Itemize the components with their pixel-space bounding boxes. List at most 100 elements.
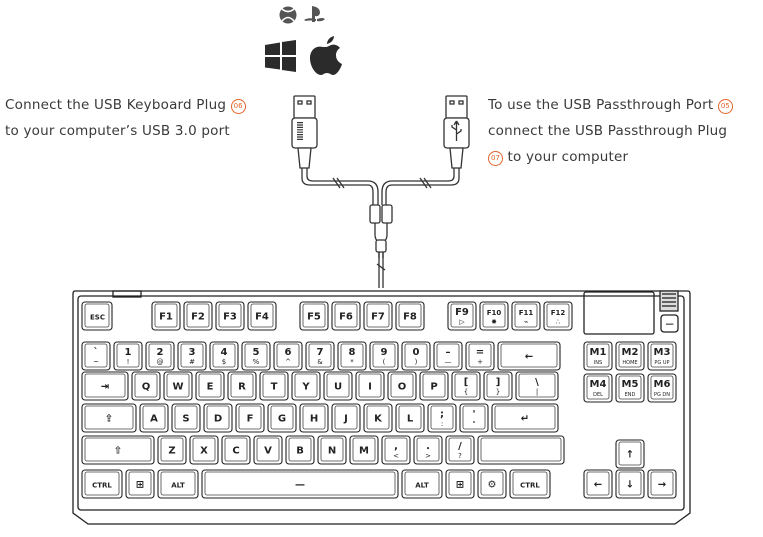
key-num-5-label: 5 — [253, 347, 260, 358]
right-note-text-1: To use the USB Passthrough Port — [488, 97, 714, 113]
key-bottom-6-label: ⚙ — [488, 480, 497, 491]
key-q-row-11-label: [ — [464, 377, 469, 388]
key-bottom-4: ALT — [401, 469, 443, 499]
key-bottom-2: ALT — [157, 469, 199, 499]
key-f11-label: F11 — [519, 309, 534, 317]
passthrough-usb-plug — [443, 95, 470, 169]
key-m6-sublabel: PG DN — [654, 392, 670, 398]
key-q-row-2-label: W — [172, 382, 183, 393]
right-note-line-1: To use the USB Passthrough Port 05 — [488, 92, 733, 118]
key-a-row-12-label: ↵ — [521, 414, 529, 425]
key-z-row-8: ,< — [381, 435, 411, 465]
key-num-8: 8* — [337, 341, 367, 371]
key-z-row-8-label: , — [394, 441, 398, 452]
key-f2-label: F2 — [191, 312, 205, 323]
key-num-6-sublabel: ^ — [285, 358, 291, 366]
key-arrow-1: ← — [583, 469, 613, 499]
right-note-text-3: to your computer — [507, 149, 629, 165]
key-a-row-1: A — [139, 403, 169, 433]
key-num-5: 5% — [241, 341, 271, 371]
keyboard-plug-instruction: Connect the USB Keyboard Plug 06 to your… — [5, 92, 246, 144]
key-a-row-10-sublabel: : — [441, 420, 443, 428]
key-q-row-6: Y — [291, 371, 321, 401]
key-bottom-7: CTRL — [509, 469, 551, 499]
key-num-1-sublabel: ! — [127, 358, 130, 366]
key-arrow-0: ↑ — [615, 439, 645, 469]
key-f6: F6 — [331, 301, 361, 331]
key-bottom-0: CTRL — [81, 469, 123, 499]
key-num-9: 9( — [369, 341, 399, 371]
key-num-8-sublabel: * — [350, 358, 354, 366]
key-q-row-9: O — [387, 371, 417, 401]
key-z-row-0-label: ⇧ — [114, 446, 122, 457]
key-num-0-label: ` — [94, 346, 99, 358]
key-a-row-4: F — [235, 403, 265, 433]
key-f6-label: F6 — [339, 312, 353, 323]
key-z-row-5: B — [285, 435, 315, 465]
key-f4-label: F4 — [255, 312, 269, 323]
key-q-row-3: E — [195, 371, 225, 401]
key-z-row-3-label: C — [232, 446, 239, 457]
media-button-label: − — [664, 317, 674, 331]
key-m2-label: M2 — [622, 347, 639, 358]
key-a-row-3: D — [203, 403, 233, 433]
key-f3: F3 — [215, 301, 245, 331]
key-bottom-1-label: ⊞ — [136, 480, 144, 491]
key-bottom-7-label: CTRL — [520, 482, 540, 490]
key-f8-label: F8 — [403, 312, 417, 323]
key-num-3-sublabel: # — [189, 358, 195, 366]
callout-badge-07: 07 — [488, 151, 503, 166]
key-z-row-10-sublabel: ? — [458, 452, 462, 460]
right-note-line-3: 07 to your computer — [488, 144, 733, 170]
key-q-row-7-label: U — [334, 382, 342, 393]
key-a-row-8-label: K — [374, 414, 383, 425]
key-z-row-9-sublabel: > — [425, 452, 431, 460]
key-q-row-1-label: Q — [142, 382, 151, 393]
key-num-11-label: – — [446, 347, 451, 358]
key-q-row-6-label: Y — [301, 382, 310, 393]
key-bottom-2-label: ALT — [171, 482, 185, 490]
key-q-row-12: ]} — [483, 371, 513, 401]
key-a-row-7-label: J — [343, 414, 348, 425]
key-a-row-3-label: D — [214, 414, 222, 425]
key-num-6-label: 6 — [285, 347, 292, 358]
key-m1-sublabel: INS — [594, 360, 602, 366]
left-note-text-1: Connect the USB Keyboard Plug — [5, 97, 227, 113]
key-bottom-0-label: CTRL — [92, 482, 112, 490]
xbox-icon — [279, 6, 297, 24]
key-num-9-sublabel: ( — [383, 358, 386, 366]
key-bottom-4-label: ALT — [415, 482, 429, 490]
key-num-3-label: 3 — [189, 347, 196, 358]
key-arrow-3: → — [647, 469, 677, 499]
key-q-row-4-label: R — [238, 382, 246, 393]
key-num-0: `~ — [81, 341, 111, 371]
key-m4-label: M4 — [590, 379, 607, 390]
playstation-icon — [304, 6, 325, 22]
passthrough-instruction: To use the USB Passthrough Port 05 conne… — [488, 92, 733, 170]
key-num-7: 7& — [305, 341, 335, 371]
key-z-row-2-label: X — [200, 446, 208, 457]
key-f11-sublabel: ⌁ — [524, 318, 528, 326]
key-q-row-4: R — [227, 371, 257, 401]
key-z-row-6-label: N — [328, 446, 336, 457]
key-num-11-sublabel: — — [445, 358, 452, 366]
key-a-row-7: J — [331, 403, 361, 433]
key-q-row-12-label: ] — [496, 377, 501, 388]
key-z-row-1: Z — [157, 435, 187, 465]
callout-badge-05: 05 — [717, 99, 733, 114]
key-a-row-2: S — [171, 403, 201, 433]
key-f10-sublabel: ✸ — [491, 318, 497, 326]
key-a-row-5: G — [267, 403, 297, 433]
key-z-row-0: ⇧ — [81, 435, 155, 465]
key-m3-label: M3 — [654, 347, 671, 358]
key-q-row-0: ⇥ — [81, 371, 129, 401]
key-f1-label: F1 — [159, 312, 173, 323]
key-q-row-13-label: \ — [535, 377, 539, 388]
